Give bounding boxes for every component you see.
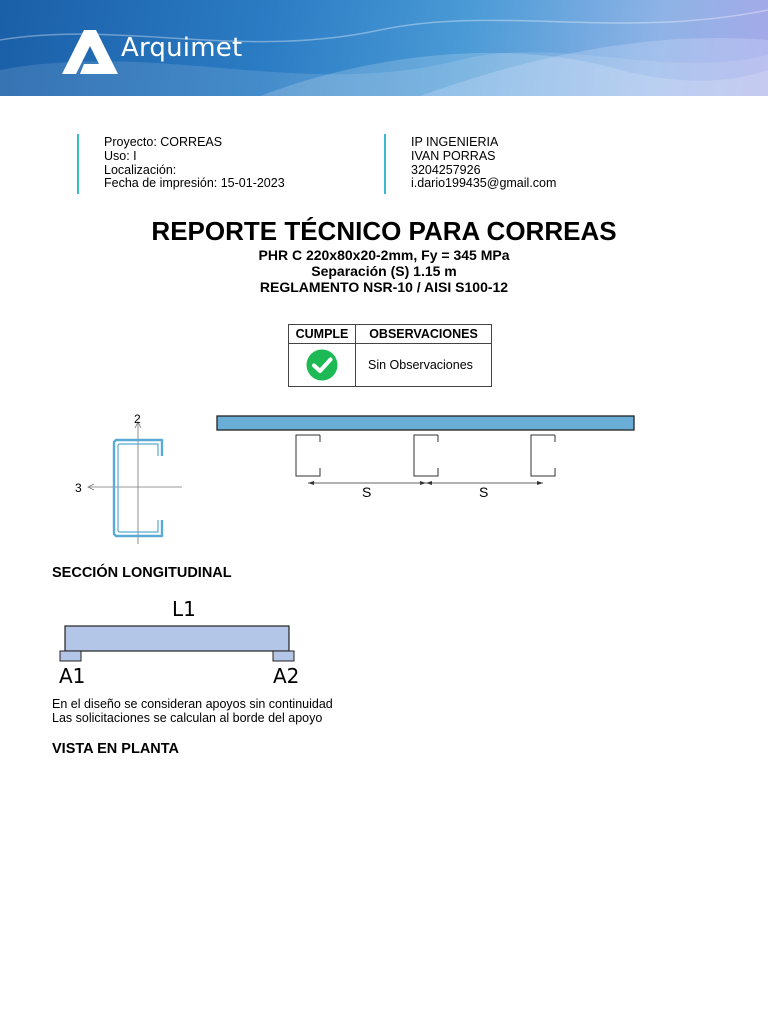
project-name: Proyecto: CORREAS	[104, 135, 223, 149]
wave-decoration	[0, 9, 768, 96]
report-title: REPORTE TÉCNICO PARA CORREAS	[151, 216, 617, 246]
email-address: i.dario199435@gmail.com	[411, 176, 557, 191]
axis-2-label: 2	[134, 412, 141, 426]
longitudinal-section-diagram: L1 A1 A2	[59, 597, 299, 688]
column-header-complies: CUMPLE	[288, 324, 356, 344]
accent-divider	[77, 134, 79, 194]
purlin-2	[413, 434, 439, 477]
phone-number: 3204257926	[411, 162, 481, 177]
plan-view-heading: VISTA EN PLANTA	[52, 741, 180, 757]
beam-span	[64, 625, 290, 652]
company-name: IP INGENIERIA	[411, 135, 499, 149]
purlin-3	[530, 434, 556, 477]
profile-spec: PHR C 220x80x20-2mm, Fy = 345 MPa	[258, 247, 510, 263]
roof-panel	[216, 415, 635, 431]
span-label: L1	[172, 597, 196, 621]
check-circle-icon	[306, 349, 338, 381]
column-header-observations: OBSERVACIONES	[355, 324, 492, 344]
support-right	[272, 650, 295, 662]
support-right-label: A2	[273, 664, 299, 688]
purlin-1	[295, 434, 321, 477]
project-info: Proyecto: CORREAS Uso: I Localización: F…	[77, 134, 285, 194]
purlin-spacing-diagram: S S	[216, 415, 635, 500]
accent-divider	[384, 134, 386, 194]
project-location: Localización:	[104, 162, 177, 177]
spacing-label-1: S	[362, 484, 371, 500]
company-info: IP INGENIERIA IVAN PORRAS 3204257926 i.d…	[384, 134, 557, 194]
cross-section-diagram: 2 3	[75, 412, 182, 544]
note-line: En el diseño se consideran apoyos sin co…	[52, 697, 333, 711]
note-line: Las solicitaciones se calculan al borde …	[52, 711, 323, 725]
print-date: Fecha de impresión: 15-01-2023	[104, 176, 285, 191]
engineer-name: IVAN PORRAS	[411, 148, 496, 163]
project-use: Uso: I	[104, 148, 137, 163]
arquimet-logo-icon	[62, 30, 118, 74]
code-spec: REGLAMENTO NSR-10 / AISI S100-12	[259, 279, 509, 295]
design-notes: En el diseño se consideran apoyos sin co…	[52, 697, 333, 725]
complies-cell	[288, 343, 356, 387]
support-left	[59, 650, 82, 662]
spacing-label-2: S	[479, 484, 488, 500]
axis-3-label: 3	[75, 481, 82, 495]
observation-cell: Sin Observaciones	[355, 343, 492, 387]
support-left-label: A1	[59, 664, 85, 688]
spacing-spec: Separación (S) 1.15 m	[311, 263, 457, 279]
longitudinal-section-heading: SECCIÓN LONGITUDINAL	[52, 565, 232, 581]
compliance-table: CUMPLE OBSERVACIONES Sin Observaciones	[288, 324, 492, 387]
brand-name: Arquimet	[121, 33, 243, 63]
header-banner: Arquimet	[0, 0, 768, 96]
